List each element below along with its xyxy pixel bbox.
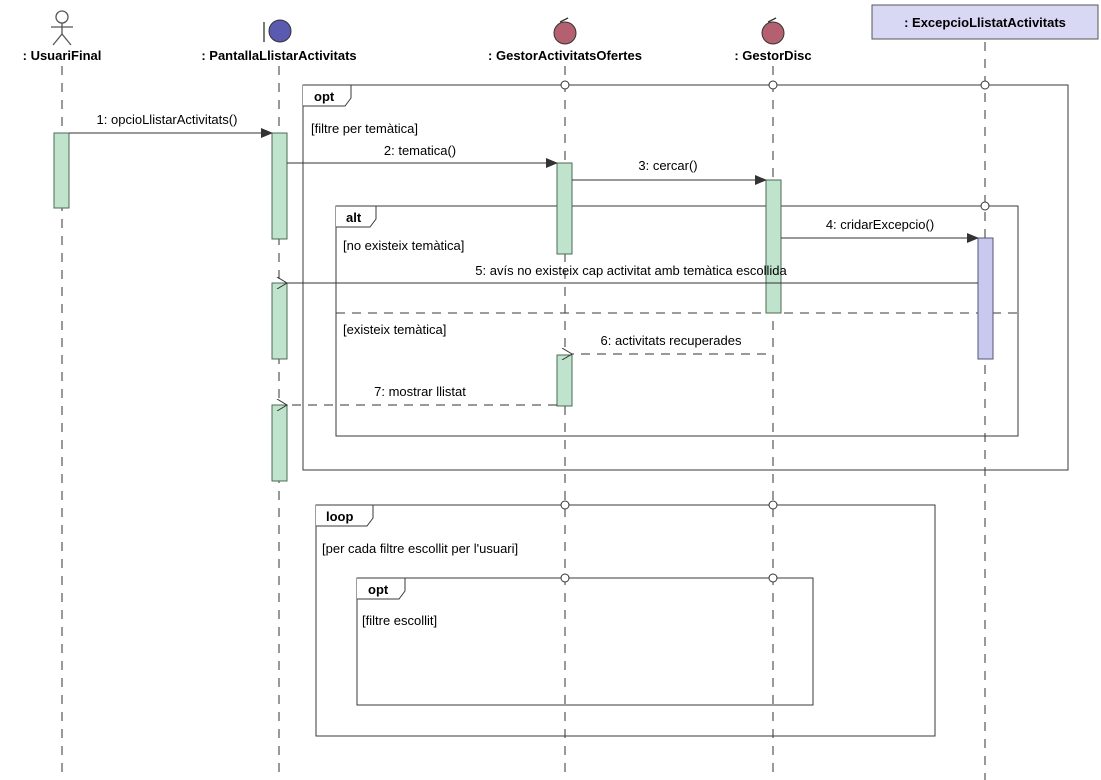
message-label: 4: cridarExcepcio() [826, 217, 934, 232]
activation-bar [271, 132, 288, 240]
entity-icon [761, 17, 785, 45]
actor-icon [51, 10, 73, 46]
participant-label: : PantallaLlistarActivitats [201, 48, 356, 63]
activation-bar [556, 354, 573, 407]
participant-label: : GestorActivitatsOfertes [488, 48, 642, 63]
fragment-opt-inner: opt [filtre escollit] [356, 577, 814, 706]
activation-bar-exception [977, 237, 994, 360]
message-7: 7: mostrar llistat [287, 384, 557, 405]
participant-label: : UsuariFinal [23, 48, 102, 63]
class-box [871, 4, 1099, 40]
activation-bar [271, 282, 288, 360]
activation-bar [53, 132, 70, 209]
message-label: 6: activitats recuperades [601, 333, 742, 348]
message-label: 5: avís no existeix cap activitat amb te… [475, 263, 787, 278]
message-6: 6: activitats recuperades [572, 333, 766, 354]
fragment-operator: loop [326, 509, 353, 524]
message-label: 3: cercar() [638, 158, 697, 173]
message-1: 1: opcioLlistarActivitats() [69, 112, 273, 138]
participant-excepcio: : ExcepcioLlistatActivitats [871, 4, 1099, 40]
message-4: 4: cridarExcepcio() [781, 217, 979, 243]
participant-pantalla: : PantallaLlistarActivitats [201, 19, 357, 63]
fragment-loop: loop [per cada filtre escollit per l'usu… [315, 504, 936, 737]
participant-gestor-disc: : GestorDisc [734, 17, 812, 63]
participant-label: : GestorDisc [734, 48, 811, 63]
fragment-operator: alt [346, 210, 362, 225]
participant-label: : ExcepcioLlistatActivitats [904, 15, 1066, 30]
fragment-guard: [filtre per temàtica] [311, 121, 418, 136]
fragment-opt-outer: opt [filtre per temàtica] [302, 84, 1069, 471]
intersection-markers [560, 80, 990, 583]
entity-icon [553, 17, 577, 45]
activation-bar [271, 404, 288, 482]
message-label: 7: mostrar llistat [374, 384, 466, 399]
message-label: 2: tematica() [384, 143, 456, 158]
fragment-guard: [no existeix temàtica] [343, 238, 464, 253]
activation-bars [53, 132, 782, 482]
lifelines [61, 42, 986, 780]
participant-usuari-final: : UsuariFinal [23, 10, 102, 63]
fragment-alt: alt [no existeix temàtica] [existeix tem… [335, 205, 1019, 437]
fragment-operator: opt [368, 582, 389, 597]
message-3: 3: cercar() [572, 158, 767, 185]
message-5: 5: avís no existeix cap activitat amb te… [287, 263, 978, 283]
fragment-guard: [filtre escollit] [362, 613, 437, 628]
activation-bar [765, 179, 782, 314]
message-label: 1: opcioLlistarActivitats() [97, 112, 238, 127]
fragment-operator: opt [314, 89, 335, 104]
message-2: 2: tematica() [287, 143, 558, 168]
participant-gestor-activitats: : GestorActivitatsOfertes [488, 17, 642, 63]
fragment-guard: [existeix temàtica] [343, 322, 446, 337]
boundary-icon [263, 19, 292, 43]
activation-bar [556, 162, 573, 255]
fragment-guard: [per cada filtre escollit per l'usuari] [322, 541, 518, 556]
